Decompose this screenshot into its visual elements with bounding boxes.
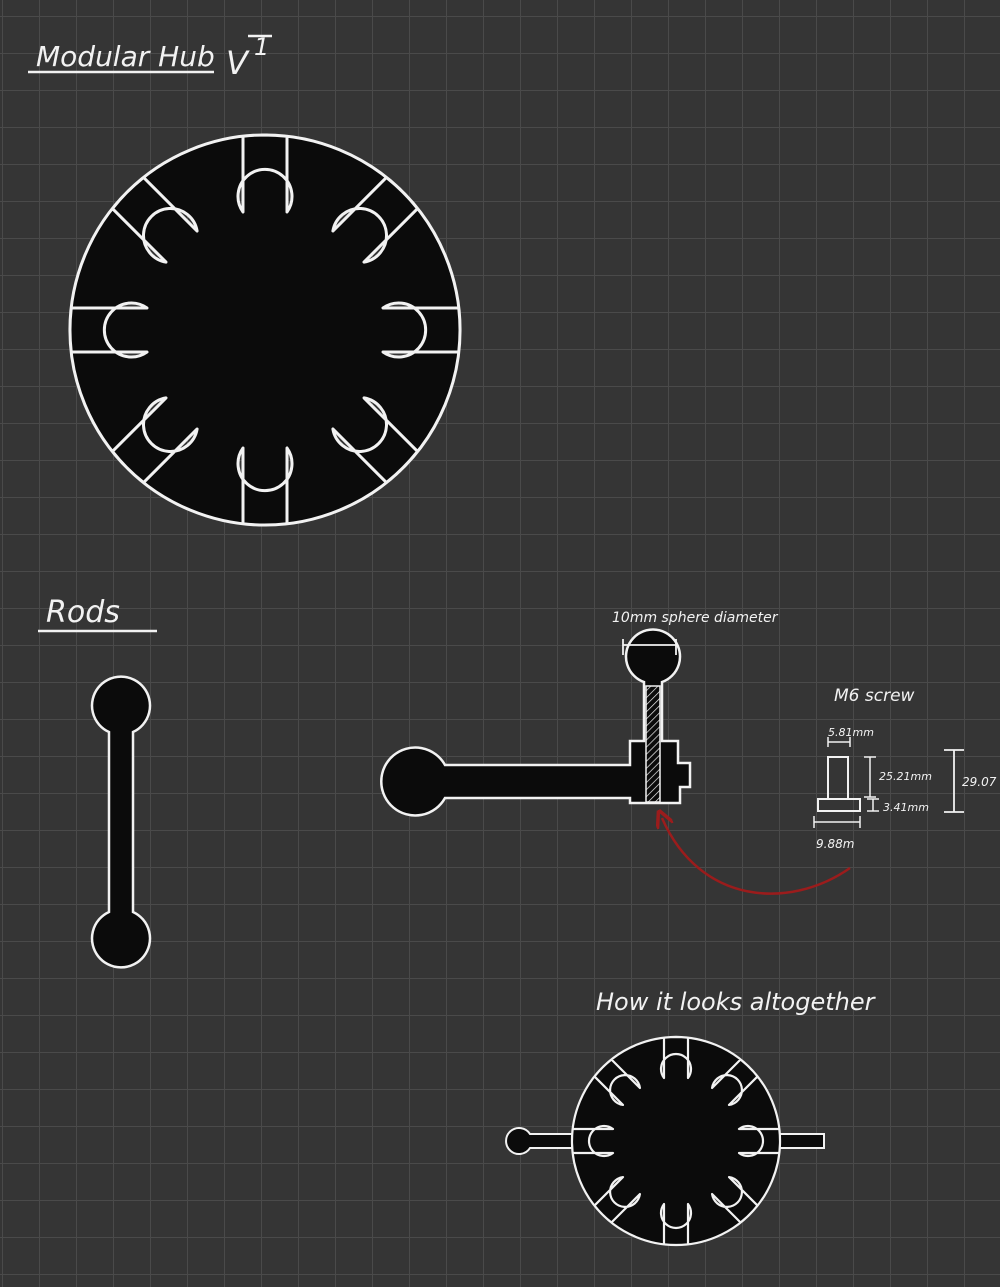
callout-arrow <box>662 818 851 895</box>
screw-head <box>817 798 861 812</box>
dim-head-width-label: 5.81mm <box>828 726 874 739</box>
screw-title: M6 screw <box>834 686 915 706</box>
sphere-diameter-label: 10mm sphere diameter <box>612 610 779 626</box>
hub-outline <box>570 1035 782 1247</box>
rod-assembly: 10mm sphere diameter <box>380 610 851 895</box>
rod-vertical <box>90 675 152 969</box>
rods-section: Rods <box>38 595 157 633</box>
screw-section-hatch <box>645 685 661 803</box>
altogether-heading: How it looks altogether <box>596 988 877 1016</box>
version-number: 1 <box>254 33 269 61</box>
rods-heading: Rods <box>46 595 120 630</box>
title-block: Modular Hub V 1 <box>28 33 272 82</box>
version-mark: V <box>226 44 250 82</box>
hub-small <box>570 1035 782 1247</box>
rod-outline <box>90 675 152 969</box>
hub-large <box>68 133 462 527</box>
page-title: Modular Hub <box>36 40 215 73</box>
dim-total-label: 29.07 <box>962 775 997 789</box>
assembly-outline <box>380 628 692 817</box>
m6-screw-detail: M6 screw 5.81mm 25.21mm 3.41mm 29.07 9.8… <box>813 686 997 851</box>
dim-shaft-label: 25.21mm <box>879 770 932 783</box>
dim-head-height-label: 3.41mm <box>883 801 929 814</box>
hub-outline <box>68 133 462 527</box>
screw-shaft <box>827 756 849 800</box>
dim-base-width-label: 9.88m <box>816 837 854 851</box>
